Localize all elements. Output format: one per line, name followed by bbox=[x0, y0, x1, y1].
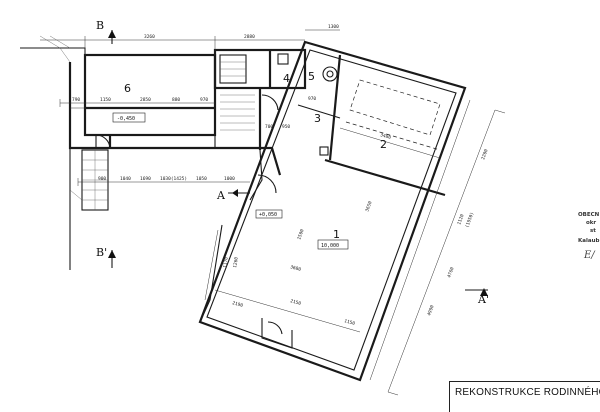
stamp-line-2: okr bbox=[586, 220, 596, 226]
dim-left-0: 1170 bbox=[222, 256, 230, 268]
dim-corr-0: 900 bbox=[98, 176, 106, 182]
room-1-area-box bbox=[317, 239, 349, 250]
section-markers bbox=[39, 30, 488, 296]
sub-area-box bbox=[255, 209, 283, 219]
room-5-number: 5 bbox=[308, 70, 315, 83]
section-b-top-label: B bbox=[96, 19, 104, 32]
dim-corr-5: 1000 bbox=[224, 176, 235, 182]
sub-area-value: +0,050 bbox=[259, 212, 277, 218]
dim-r1-side: 1500 bbox=[296, 228, 305, 241]
dim-corr-4: 1050 bbox=[196, 176, 207, 182]
stamp-line-4: Kalaub bbox=[578, 238, 599, 244]
room-6-number: 6 bbox=[124, 82, 131, 95]
dim-bottom-0: 2190 bbox=[231, 300, 243, 309]
dim-right-4: 4990 bbox=[426, 304, 435, 317]
left-stairs bbox=[81, 149, 109, 211]
dim-bottom-2: 1150 bbox=[343, 318, 355, 327]
left-wing-walls bbox=[20, 47, 230, 270]
room-6-area: -0,450 bbox=[117, 116, 135, 122]
drawing-title: REKONSTRUKCE RODINNÉHO DO bbox=[455, 387, 600, 398]
room-6-area-box bbox=[112, 112, 146, 123]
room-2-number: 2 bbox=[380, 138, 387, 151]
dim-r6-3: 880 bbox=[172, 97, 180, 103]
dimension-lines bbox=[40, 29, 506, 396]
dim-r2-width: 3480 bbox=[379, 132, 391, 141]
dim-r4-1: 950 bbox=[282, 124, 290, 130]
dim-right-1: 1120 bbox=[456, 213, 465, 226]
dim-r4-0: 700 bbox=[265, 124, 273, 130]
dim-corr-1: 1040 bbox=[120, 176, 131, 182]
dim-r6-0: 790 bbox=[72, 97, 80, 103]
dim-r6-1: 1150 bbox=[100, 97, 111, 103]
dim-corr-3: 1030(1425) bbox=[160, 176, 187, 182]
floor-plan-drawing: B B' A A' 6 -0,450 4 5 3 2 1 10,000 +0,0… bbox=[20, 19, 600, 396]
dim-r1-height: 3650 bbox=[364, 200, 373, 213]
dim-top-2: 3260 bbox=[144, 34, 155, 40]
room-3-number: 3 bbox=[314, 112, 321, 125]
official-stamp: OBECN okr st Kalaub E/ bbox=[578, 212, 600, 261]
dim-right-0: 2200 bbox=[480, 148, 489, 161]
room-4-number: 4 bbox=[283, 72, 290, 85]
dim-r6-2: 2850 bbox=[140, 97, 151, 103]
dim-bottom-1: 2150 bbox=[289, 298, 301, 307]
dim-corr-2: 1690 bbox=[140, 176, 151, 182]
dim-r1-len: 3680 bbox=[289, 264, 301, 273]
stamp-line-3: st bbox=[590, 228, 596, 234]
section-a-right-label: A' bbox=[477, 293, 489, 306]
stamp-signature: E/ bbox=[583, 250, 596, 261]
section-b-bottom-label: B' bbox=[96, 246, 107, 259]
dim-right-2: (1950) bbox=[464, 211, 475, 228]
central-block-walls bbox=[213, 48, 307, 150]
dim-top-1: 1300 bbox=[328, 24, 339, 30]
dim-left-1: 1260 bbox=[232, 256, 240, 268]
room-1-number: 1 bbox=[333, 228, 340, 241]
dim-r6-4: 970 bbox=[200, 97, 208, 103]
dim-top-3: 2880 bbox=[244, 34, 255, 40]
room-1-area: 10,000 bbox=[321, 243, 339, 249]
title-block: REKONSTRUKCE RODINNÉHO DO bbox=[449, 381, 600, 412]
dim-right-3: 4760 bbox=[446, 266, 455, 279]
stamp-line-1: OBECN bbox=[578, 212, 600, 218]
main-wing-walls bbox=[198, 40, 467, 382]
dim-r4-2: 970 bbox=[308, 96, 316, 102]
section-a-left-label: A bbox=[216, 189, 226, 202]
